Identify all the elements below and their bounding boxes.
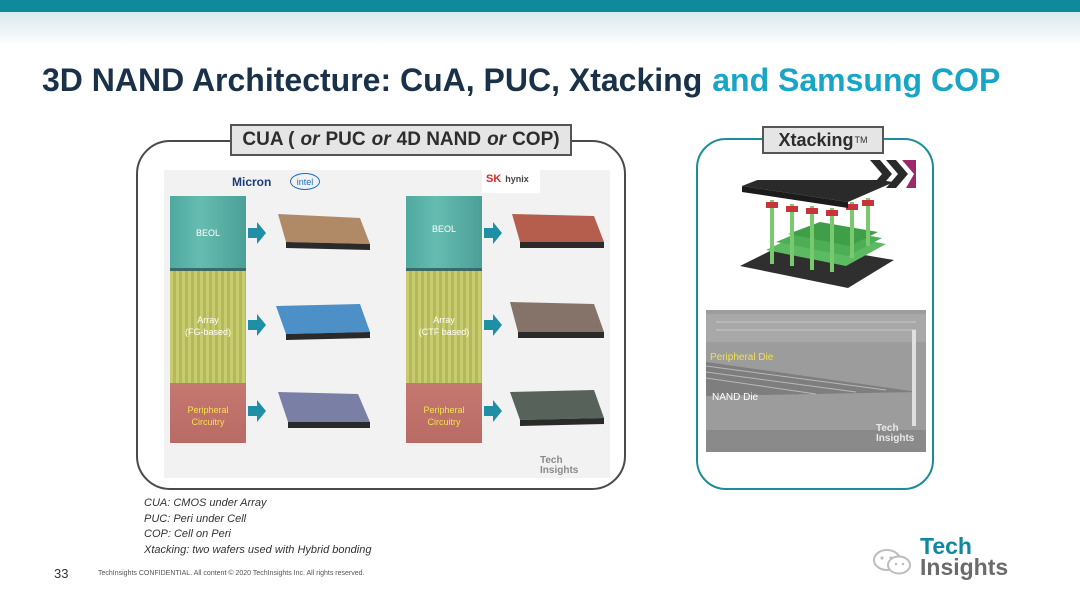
peripheral-layer: Peripheral Circuitry <box>406 383 482 443</box>
array-layer: Array (CTF based) <box>406 271 482 383</box>
hynix-logo-text: hynix <box>505 174 529 184</box>
note-line: Xtacking: two wafers used with Hybrid bo… <box>144 543 372 556</box>
peripheral-wafer-image <box>272 390 372 430</box>
nand-die-label: NAND Die <box>712 392 759 403</box>
array-wafer-image <box>272 302 372 342</box>
array-label: Array <box>433 315 455 325</box>
page-number: 33 <box>54 566 69 581</box>
sk-logo-text: SK <box>486 173 502 185</box>
micron-logo: Micron <box>232 175 272 189</box>
cua-label-or-2: or <box>371 129 391 150</box>
beol-layer: BEOL <box>170 196 246 268</box>
confidential-footer: TechInsights CONFIDENTIAL. All content ©… <box>98 570 365 577</box>
top-accent-bar <box>0 0 1080 12</box>
watermark-line-1: Tech <box>540 455 563 466</box>
note-line: COP: Cell on Peri <box>144 528 231 540</box>
title-main: 3D NAND Architecture: CuA, PUC, Xtacking <box>42 62 703 98</box>
cua-label-or-1: or <box>300 129 320 150</box>
note-line: PUC: Peri under Cell <box>144 512 247 525</box>
array-sublabel: (CTF based) <box>418 327 470 337</box>
arrow-right-icon <box>484 314 502 336</box>
array-layer: Array (FG-based) <box>170 271 246 383</box>
beol-wafer-image <box>272 212 372 252</box>
intel-logo: intel <box>290 173 320 190</box>
layer-divider <box>406 268 482 271</box>
logo-line-1: Tech <box>920 533 972 559</box>
cua-label-text-4: COP) <box>512 129 560 150</box>
peripheral-label: Peripheral <box>187 405 229 415</box>
beol-layer: BEOL <box>406 196 482 268</box>
cua-label-text-1: CUA ( <box>242 129 295 150</box>
watermark-line-2: Insights <box>540 465 579 476</box>
sk-hynix-logo: SK hynix <box>482 165 540 193</box>
peripheral-sublabel: Circuitry <box>191 417 225 427</box>
beol-label: BEOL <box>195 228 220 238</box>
arrow-right-icon <box>248 400 266 422</box>
cua-label-or-3: or <box>487 129 507 150</box>
xtacking-cross-section: Peripheral Die NAND Die Tech Insights <box>706 310 926 452</box>
note-line: CUA: CMOS under Array <box>144 497 267 509</box>
array-label: Array <box>197 315 219 325</box>
arrow-right-icon <box>248 314 266 336</box>
peripheral-layer: Peripheral Circuitry <box>170 383 246 443</box>
peripheral-label: Peripheral <box>423 405 465 415</box>
wechat-icon <box>872 548 912 576</box>
peripheral-die-label: Peripheral Die <box>710 352 774 363</box>
micron-cross-section: BEOL Array (FG-based) Peripheral Circuit… <box>170 196 246 443</box>
arrow-right-icon <box>484 222 502 244</box>
xtacking-label-text: Xtacking <box>778 129 854 150</box>
peripheral-wafer-image <box>506 388 606 428</box>
cua-label-text-2: PUC <box>325 129 366 150</box>
techinsights-logo: Tech Insights <box>920 533 1009 580</box>
beol-label: BEOL <box>431 224 456 234</box>
arrow-right-icon <box>248 222 266 244</box>
skhynix-cross-section: BEOL Array (CTF based) Peripheral Circui… <box>406 196 482 443</box>
cua-panel-label: CUA (or PUC or 4D NAND or COP) <box>230 124 572 156</box>
watermark-line-2: Insights <box>876 433 915 444</box>
logo-line-2: Insights <box>920 554 1009 580</box>
top-gradient <box>0 12 1080 46</box>
techinsights-watermark: Tech Insights <box>876 424 914 444</box>
array-sublabel: (FG-based) <box>184 327 231 337</box>
peripheral-sublabel: Circuitry <box>427 417 461 427</box>
watermark-line-1: Tech <box>876 423 899 434</box>
beol-wafer-image <box>506 212 606 252</box>
slide-title: 3D NAND Architecture: CuA, PUC, Xtacking… <box>42 62 1000 99</box>
layer-divider <box>170 268 246 271</box>
array-wafer-image <box>506 300 606 340</box>
techinsights-watermark: Tech Insights <box>540 456 578 476</box>
xtacking-3d-render <box>736 168 896 292</box>
arrow-right-icon <box>484 400 502 422</box>
cua-label-text-3: 4D NAND <box>396 129 482 150</box>
trademark-mark: TM <box>854 135 868 145</box>
title-accent: and Samsung COP <box>712 62 1001 98</box>
definitions-notes: CUA: CMOS under Array PUC: Peri under Ce… <box>144 496 371 558</box>
